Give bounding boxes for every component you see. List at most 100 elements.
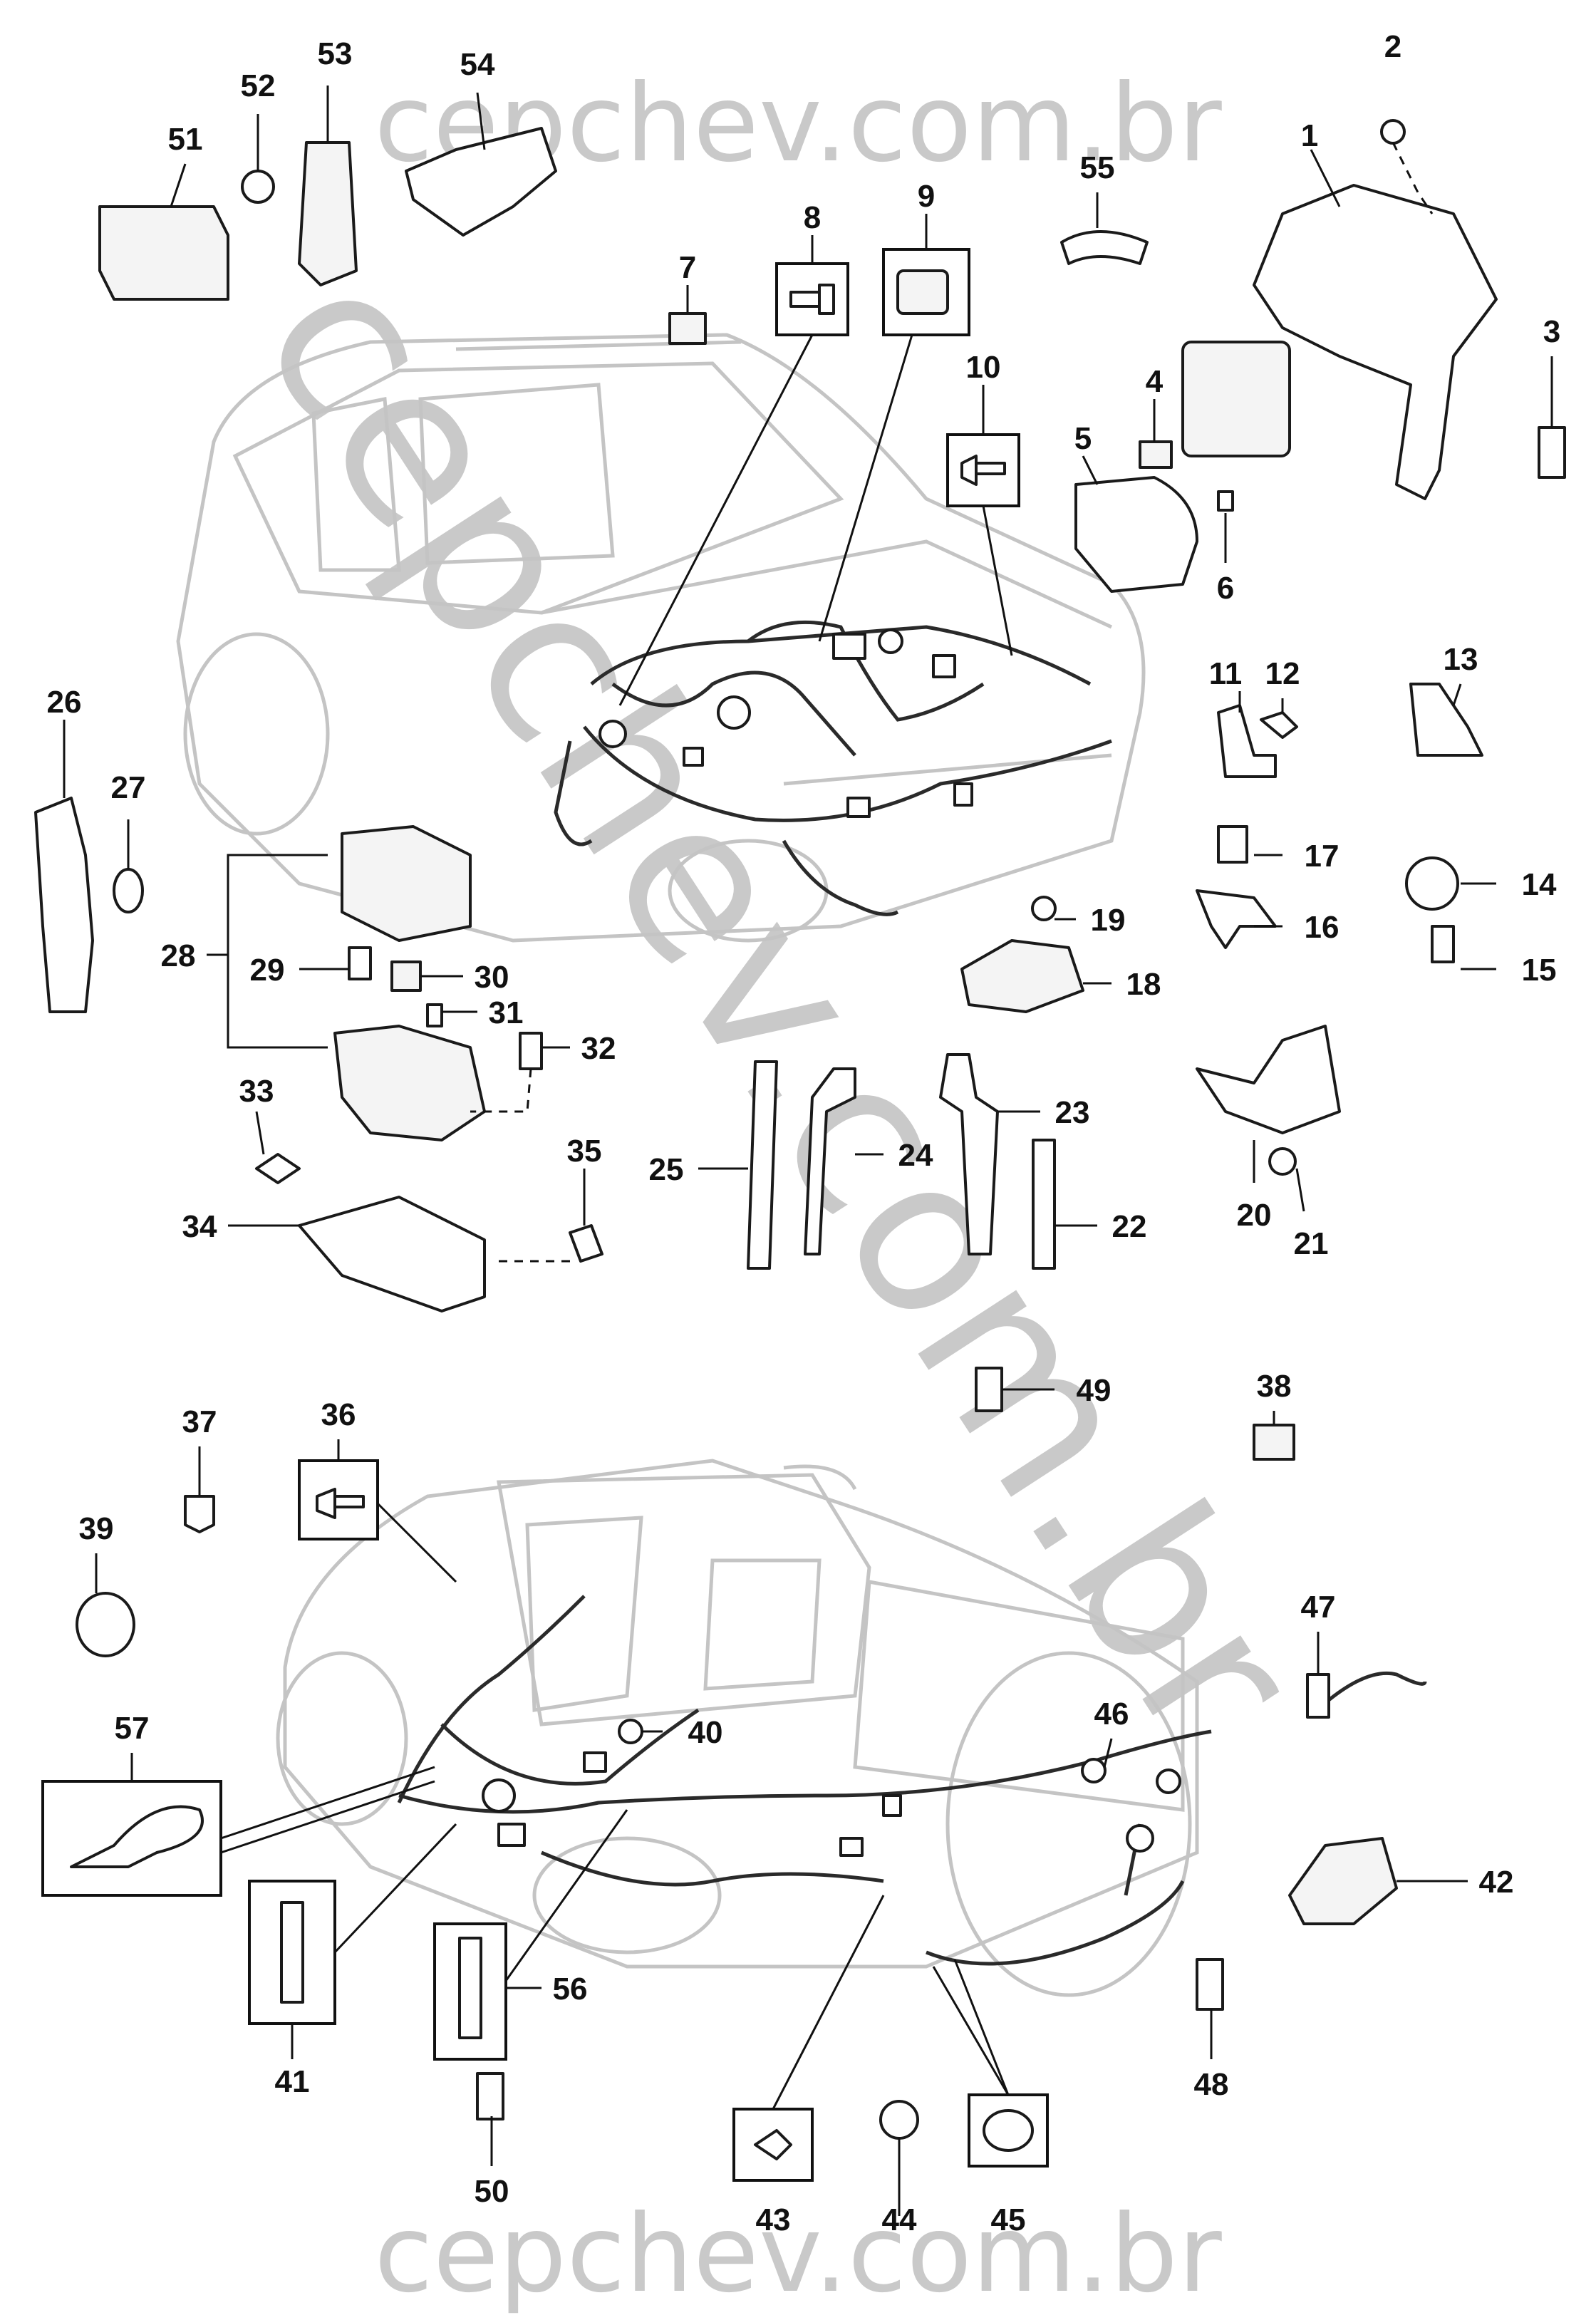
callout-labels: 1 2 3 4 5 6 7 8 9 10 11 12 13 14 15 16 1…: [47, 29, 1561, 2237]
callout-39: 39: [79, 1511, 114, 1546]
part-1-bracket: [1253, 184, 1498, 500]
callout-17: 17: [1305, 839, 1340, 874]
part-26-bracket: [34, 797, 94, 1013]
callout-30: 30: [475, 960, 509, 995]
callout-23: 23: [1055, 1095, 1090, 1130]
part-20-bracket: [1196, 1025, 1341, 1134]
callout-28: 28: [161, 938, 196, 973]
callout-45: 45: [991, 2202, 1026, 2237]
callout-8: 8: [804, 200, 821, 235]
part-23-clip: [939, 1053, 999, 1255]
callout-10: 10: [966, 350, 1001, 385]
part-52-pin: [241, 170, 275, 204]
part-42-grommet: [1288, 1837, 1398, 1925]
callout-50: 50: [475, 2174, 509, 2209]
callout-26: 26: [47, 685, 82, 720]
part-28-cover: [341, 825, 472, 942]
part-43-bolt: [754, 2129, 792, 2160]
part-10-bolt: [960, 455, 1006, 486]
part-28-bracket-line: [227, 854, 328, 1049]
part-19-screw: [1031, 896, 1057, 921]
part-12-bolt: [1260, 711, 1298, 739]
leader-lines: [63, 86, 1553, 2216]
part-48-label: [1196, 1958, 1224, 2011]
part-38-relay: [1253, 1424, 1295, 1461]
callout-51: 51: [168, 122, 203, 157]
part-55-clamp: [1060, 230, 1149, 265]
callout-16: 16: [1305, 910, 1340, 945]
part-24-tie: [804, 1067, 856, 1255]
part-6-fuse: [1217, 490, 1234, 512]
callout-15: 15: [1522, 953, 1557, 988]
part-31-fuse: [426, 1003, 443, 1027]
part-45-grommet: [983, 2109, 1034, 2152]
callout-5: 5: [1074, 421, 1092, 456]
part-4-relay: [1139, 440, 1173, 469]
part-7-relay: [668, 312, 707, 345]
part-47-bolt: [1306, 1673, 1330, 1719]
part-46-screw: [1081, 1758, 1107, 1783]
callout-35: 35: [567, 1134, 602, 1169]
callout-56: 56: [553, 1972, 588, 2006]
callout-27: 27: [111, 770, 146, 805]
part-39-grommet: [76, 1592, 135, 1657]
part-49-label: [975, 1367, 1003, 1412]
rear-wiring-harness: [397, 1595, 1427, 1966]
part-13-bracket: [1409, 683, 1483, 757]
part-40-screw: [618, 1719, 643, 1744]
lower-vehicle-outline: [276, 1459, 1199, 1997]
callout-32: 32: [581, 1031, 616, 1066]
callout-12: 12: [1265, 656, 1300, 691]
part-3-label: [1538, 426, 1566, 479]
part-5-cover: [1074, 476, 1198, 593]
callout-37: 37: [182, 1404, 217, 1439]
callout-49: 49: [1077, 1373, 1112, 1408]
callout-2: 2: [1384, 29, 1401, 64]
part-17-bolt: [1217, 825, 1248, 864]
part-18-bracket: [960, 939, 1084, 1013]
callout-57: 57: [115, 1711, 150, 1746]
part-53-cover: [298, 141, 358, 286]
callout-36: 36: [321, 1397, 356, 1432]
part-33-screw: [255, 1153, 301, 1184]
callout-33: 33: [239, 1074, 274, 1109]
part-56-strap: [458, 1937, 482, 2039]
callout-46: 46: [1094, 1697, 1129, 1731]
watermark-diagonal: cepchev.com.br: [214, 227, 1347, 1786]
callout-22: 22: [1112, 1209, 1147, 1244]
part-50-label: [476, 2072, 504, 2120]
callout-3: 3: [1543, 314, 1560, 349]
callout-20: 20: [1237, 1198, 1272, 1233]
callout-55: 55: [1080, 150, 1115, 185]
callout-1: 1: [1301, 118, 1318, 153]
part-27-grommet: [113, 868, 144, 913]
callout-29: 29: [250, 953, 285, 988]
part-51-block: [98, 205, 229, 301]
callout-44: 44: [882, 2202, 917, 2237]
front-wiring-harness: [554, 620, 1112, 916]
callout-38: 38: [1257, 1369, 1292, 1404]
watermark-bottom: cepchev.com.br: [374, 2192, 1222, 2316]
part-32-screw: [519, 1032, 543, 1070]
part-34-bracket: [298, 1196, 486, 1312]
callout-43: 43: [756, 2202, 791, 2237]
part-44-nut: [879, 2100, 919, 2140]
part-41-strap: [280, 1901, 304, 2004]
callout-24: 24: [898, 1138, 933, 1173]
part-22-strap: [1032, 1139, 1056, 1270]
callout-53: 53: [318, 36, 353, 71]
callout-14: 14: [1522, 867, 1557, 902]
fuse-block: [1181, 341, 1291, 457]
part-11-bracket: [1217, 704, 1277, 778]
callout-34: 34: [182, 1209, 217, 1244]
callout-11: 11: [1209, 656, 1243, 691]
callout-40: 40: [688, 1715, 723, 1750]
callout-18: 18: [1126, 967, 1161, 1002]
part-28-base: [333, 1025, 486, 1141]
callout-31: 31: [489, 995, 524, 1030]
part-37-clip: [184, 1495, 215, 1533]
part-29-fuse: [348, 946, 372, 980]
callout-19: 19: [1091, 903, 1126, 938]
callout-21: 21: [1294, 1226, 1329, 1261]
